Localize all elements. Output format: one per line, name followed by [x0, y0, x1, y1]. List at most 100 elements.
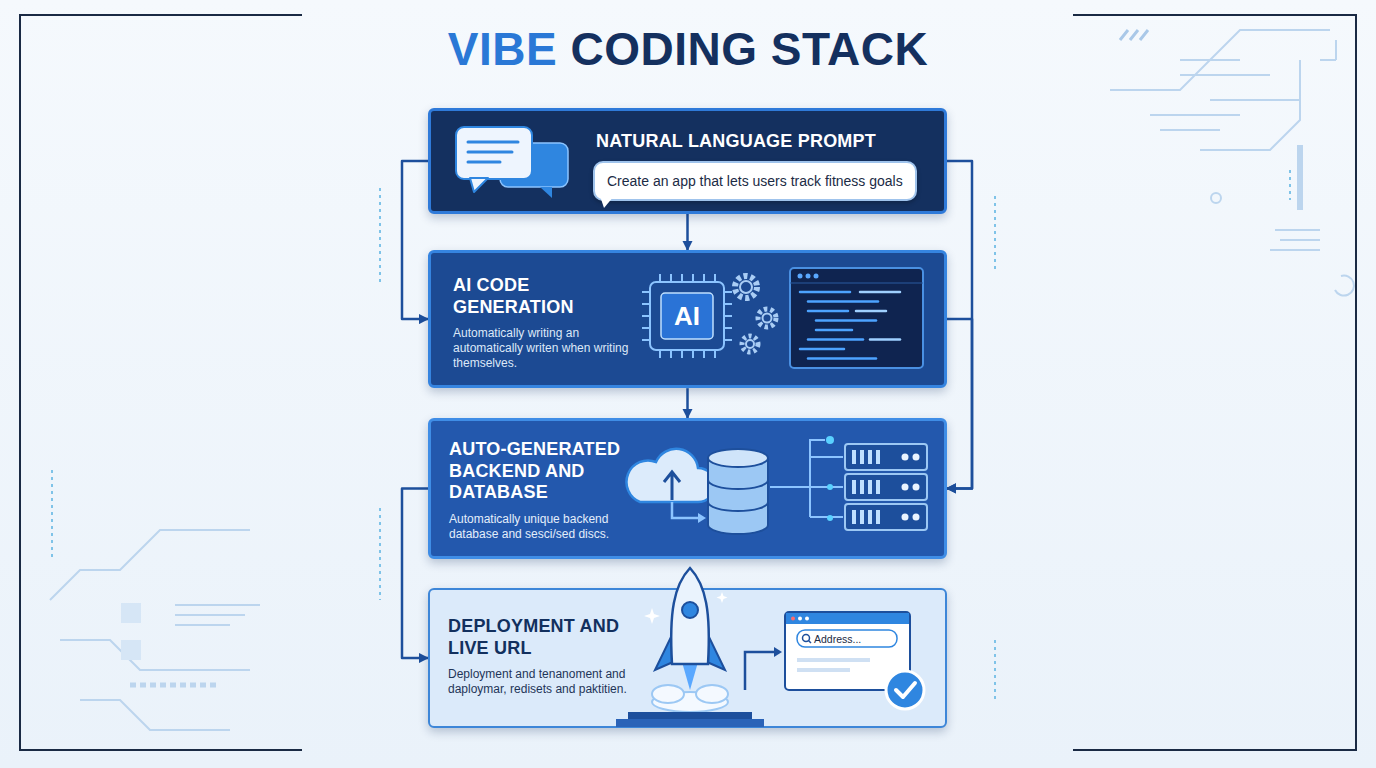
server-rack-part [852, 480, 856, 494]
rocket-icon-part [682, 602, 698, 618]
database-icon-part [708, 449, 768, 467]
circuit-decoration-part [1335, 276, 1354, 296]
address-field-text: Address... [814, 633, 861, 645]
code-window-part-part [808, 357, 876, 360]
box-heading: AUTO-GENERATED BACKEND AND DATABASE [449, 439, 629, 504]
circuit-decoration-part [130, 683, 220, 688]
ai-chip-part-part [681, 350, 683, 358]
circuit-decoration-part [1200, 60, 1300, 150]
ai-chip-part-part [681, 274, 683, 282]
browser-window-part [896, 683, 915, 697]
gear-icon [735, 276, 776, 352]
gear-icon-part [735, 276, 757, 298]
rocket-icon-part [671, 568, 709, 664]
browser-window-part [803, 635, 810, 642]
server-rack-part [913, 484, 920, 491]
chat-icon-part [456, 127, 532, 179]
code-window-part-part [808, 338, 863, 341]
cloud-upload-icon [626, 449, 715, 523]
code-window-part [798, 274, 803, 279]
network-lines-part [810, 440, 825, 457]
server-rack-part [860, 510, 864, 524]
database-icon-part [708, 480, 768, 511]
rocket-icon-part [696, 685, 728, 703]
code-window-part [790, 268, 923, 368]
cloud-upload-icon-part [626, 449, 715, 502]
ai-chip [642, 274, 732, 358]
box-description: Automatically writing an automatically w… [453, 326, 631, 371]
code-window-part [806, 274, 811, 279]
box-heading: DEPLOYMENT AND LIVE URL [448, 616, 628, 659]
code-window-part-part [870, 338, 900, 341]
flow-arrow [686, 214, 689, 250]
ai-chip-part-part [703, 350, 705, 358]
ai-chip-part-part [692, 274, 694, 282]
server-rack-part [868, 480, 872, 494]
gear-icon-part [740, 281, 752, 293]
frame-line-part [1073, 15, 1356, 750]
ai-chip-part-part [670, 274, 672, 282]
network-lines-part [826, 436, 834, 444]
code-window-part-part [800, 348, 844, 351]
server-rack-part [860, 480, 864, 494]
prompt-text: Create an app that lets users track fitn… [607, 173, 903, 189]
server-rack-part [876, 480, 880, 494]
browser-window-part [886, 671, 924, 709]
chat-icon-part [468, 142, 518, 162]
ai-chip-part [642, 274, 732, 358]
ai-chip-part-part [642, 315, 650, 317]
frame-line-part [20, 15, 302, 750]
dashed-accent-part [994, 196, 996, 272]
database-icon [708, 449, 768, 534]
server-rack [845, 444, 927, 530]
dashed-accent-part [379, 188, 381, 282]
gear-icon-part [758, 309, 776, 327]
server-rack-part [902, 454, 909, 461]
code-window-part-part [808, 310, 848, 313]
circuit-decoration-part [1211, 193, 1221, 203]
code-window-part [800, 292, 900, 359]
prompt-bubble: Create an app that lets users track fitn… [593, 161, 917, 201]
server-rack-part [852, 510, 856, 524]
ai-chip-part-part [659, 274, 661, 282]
box-description: Automatically unique backend database an… [449, 512, 629, 542]
circuit-decoration-part [175, 605, 260, 625]
ai-chip-part-part [642, 339, 650, 341]
server-rack-part [845, 504, 927, 530]
server-rack-part [876, 510, 880, 524]
browser-window-part [809, 641, 812, 644]
ai-chip-part-part [642, 303, 650, 305]
network-lines [770, 436, 843, 521]
cloud-upload-icon-part [664, 472, 680, 500]
ai-chip-part-part [724, 315, 732, 317]
box-heading: AI CODE GENERATION [453, 275, 631, 318]
rocket-icon-part [652, 685, 684, 703]
code-window-part [814, 274, 819, 279]
ai-chip-part [650, 282, 724, 350]
ai-chip-part-part [724, 291, 732, 293]
ai-chip-part-part [714, 350, 716, 358]
database-icon-part [708, 458, 768, 534]
box-heading: NATURAL LANGUAGE PROMPT [596, 131, 936, 153]
rocket-icon [616, 568, 764, 727]
rocket-icon-part [717, 592, 728, 603]
chat-icon-part [470, 178, 488, 192]
dashed-accent-part [379, 508, 381, 600]
circuit-decoration-part [1270, 230, 1320, 250]
browser-window-part [786, 613, 909, 624]
circuit-decoration-part [80, 700, 230, 730]
browser-window-part [798, 617, 802, 621]
dashed-accent-part [1289, 170, 1291, 200]
gear-icon-part [763, 314, 772, 323]
chat-icon [456, 127, 568, 198]
ai-chip-part-part [670, 350, 672, 358]
cloud-upload-icon-part [672, 502, 700, 518]
ai-chip-part-part [724, 303, 732, 305]
server-rack-part [845, 474, 927, 500]
ai-chip-part-part [659, 350, 661, 358]
browser-window-part [805, 617, 809, 621]
circuit-decoration-part [50, 530, 250, 600]
server-rack-part [852, 450, 856, 464]
cloud-upload-icon-part [698, 513, 706, 523]
